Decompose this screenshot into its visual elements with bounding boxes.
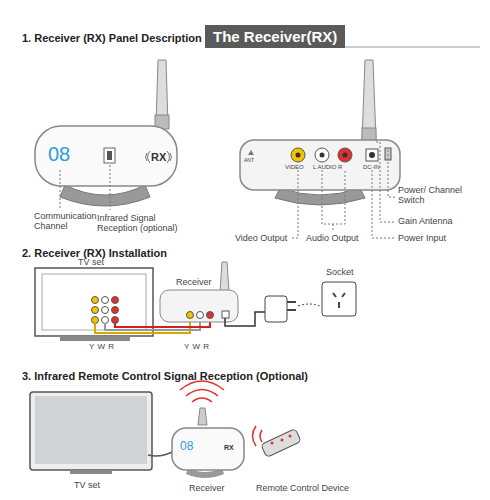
port-label: VIDEO xyxy=(285,164,304,171)
part-label: Communication Channel xyxy=(34,211,96,232)
part-label: Audio Output xyxy=(306,233,359,243)
port-label: DC-IN xyxy=(363,164,380,171)
part-label: Power/ Channel Switch xyxy=(398,185,468,206)
device-label: Receiver xyxy=(176,277,212,287)
banner-text: The Receiver(RX) xyxy=(213,28,337,45)
device-label: Remote Control Device xyxy=(256,483,349,493)
device-label: RX xyxy=(151,151,166,164)
part-label: Video Output xyxy=(235,233,287,243)
part-label: Gain Antenna xyxy=(398,216,453,226)
cable-colors: Y W R xyxy=(184,342,209,351)
device-label: RX xyxy=(224,444,234,452)
display-digits: 08 xyxy=(180,440,193,454)
port-label: ANT xyxy=(244,158,254,164)
section-heading: 1. Receiver (RX) Panel Description xyxy=(22,32,202,45)
part-label: Power Input xyxy=(398,233,446,243)
device-label: Socket xyxy=(326,267,354,277)
title-banner: The Receiver(RX) xyxy=(205,25,345,48)
device-label: Receiver xyxy=(189,483,225,493)
cable-colors: Y W R xyxy=(89,342,114,351)
part-label: Infrared Signal Reception (optional) xyxy=(97,213,179,234)
display-digits: 08 xyxy=(48,143,70,166)
port-label: L AUDIO R xyxy=(313,164,342,171)
device-label: TV set xyxy=(74,480,100,490)
device-label: TV set xyxy=(78,257,104,267)
section-heading: 3. Infrared Remote Control Signal Recept… xyxy=(22,370,308,383)
